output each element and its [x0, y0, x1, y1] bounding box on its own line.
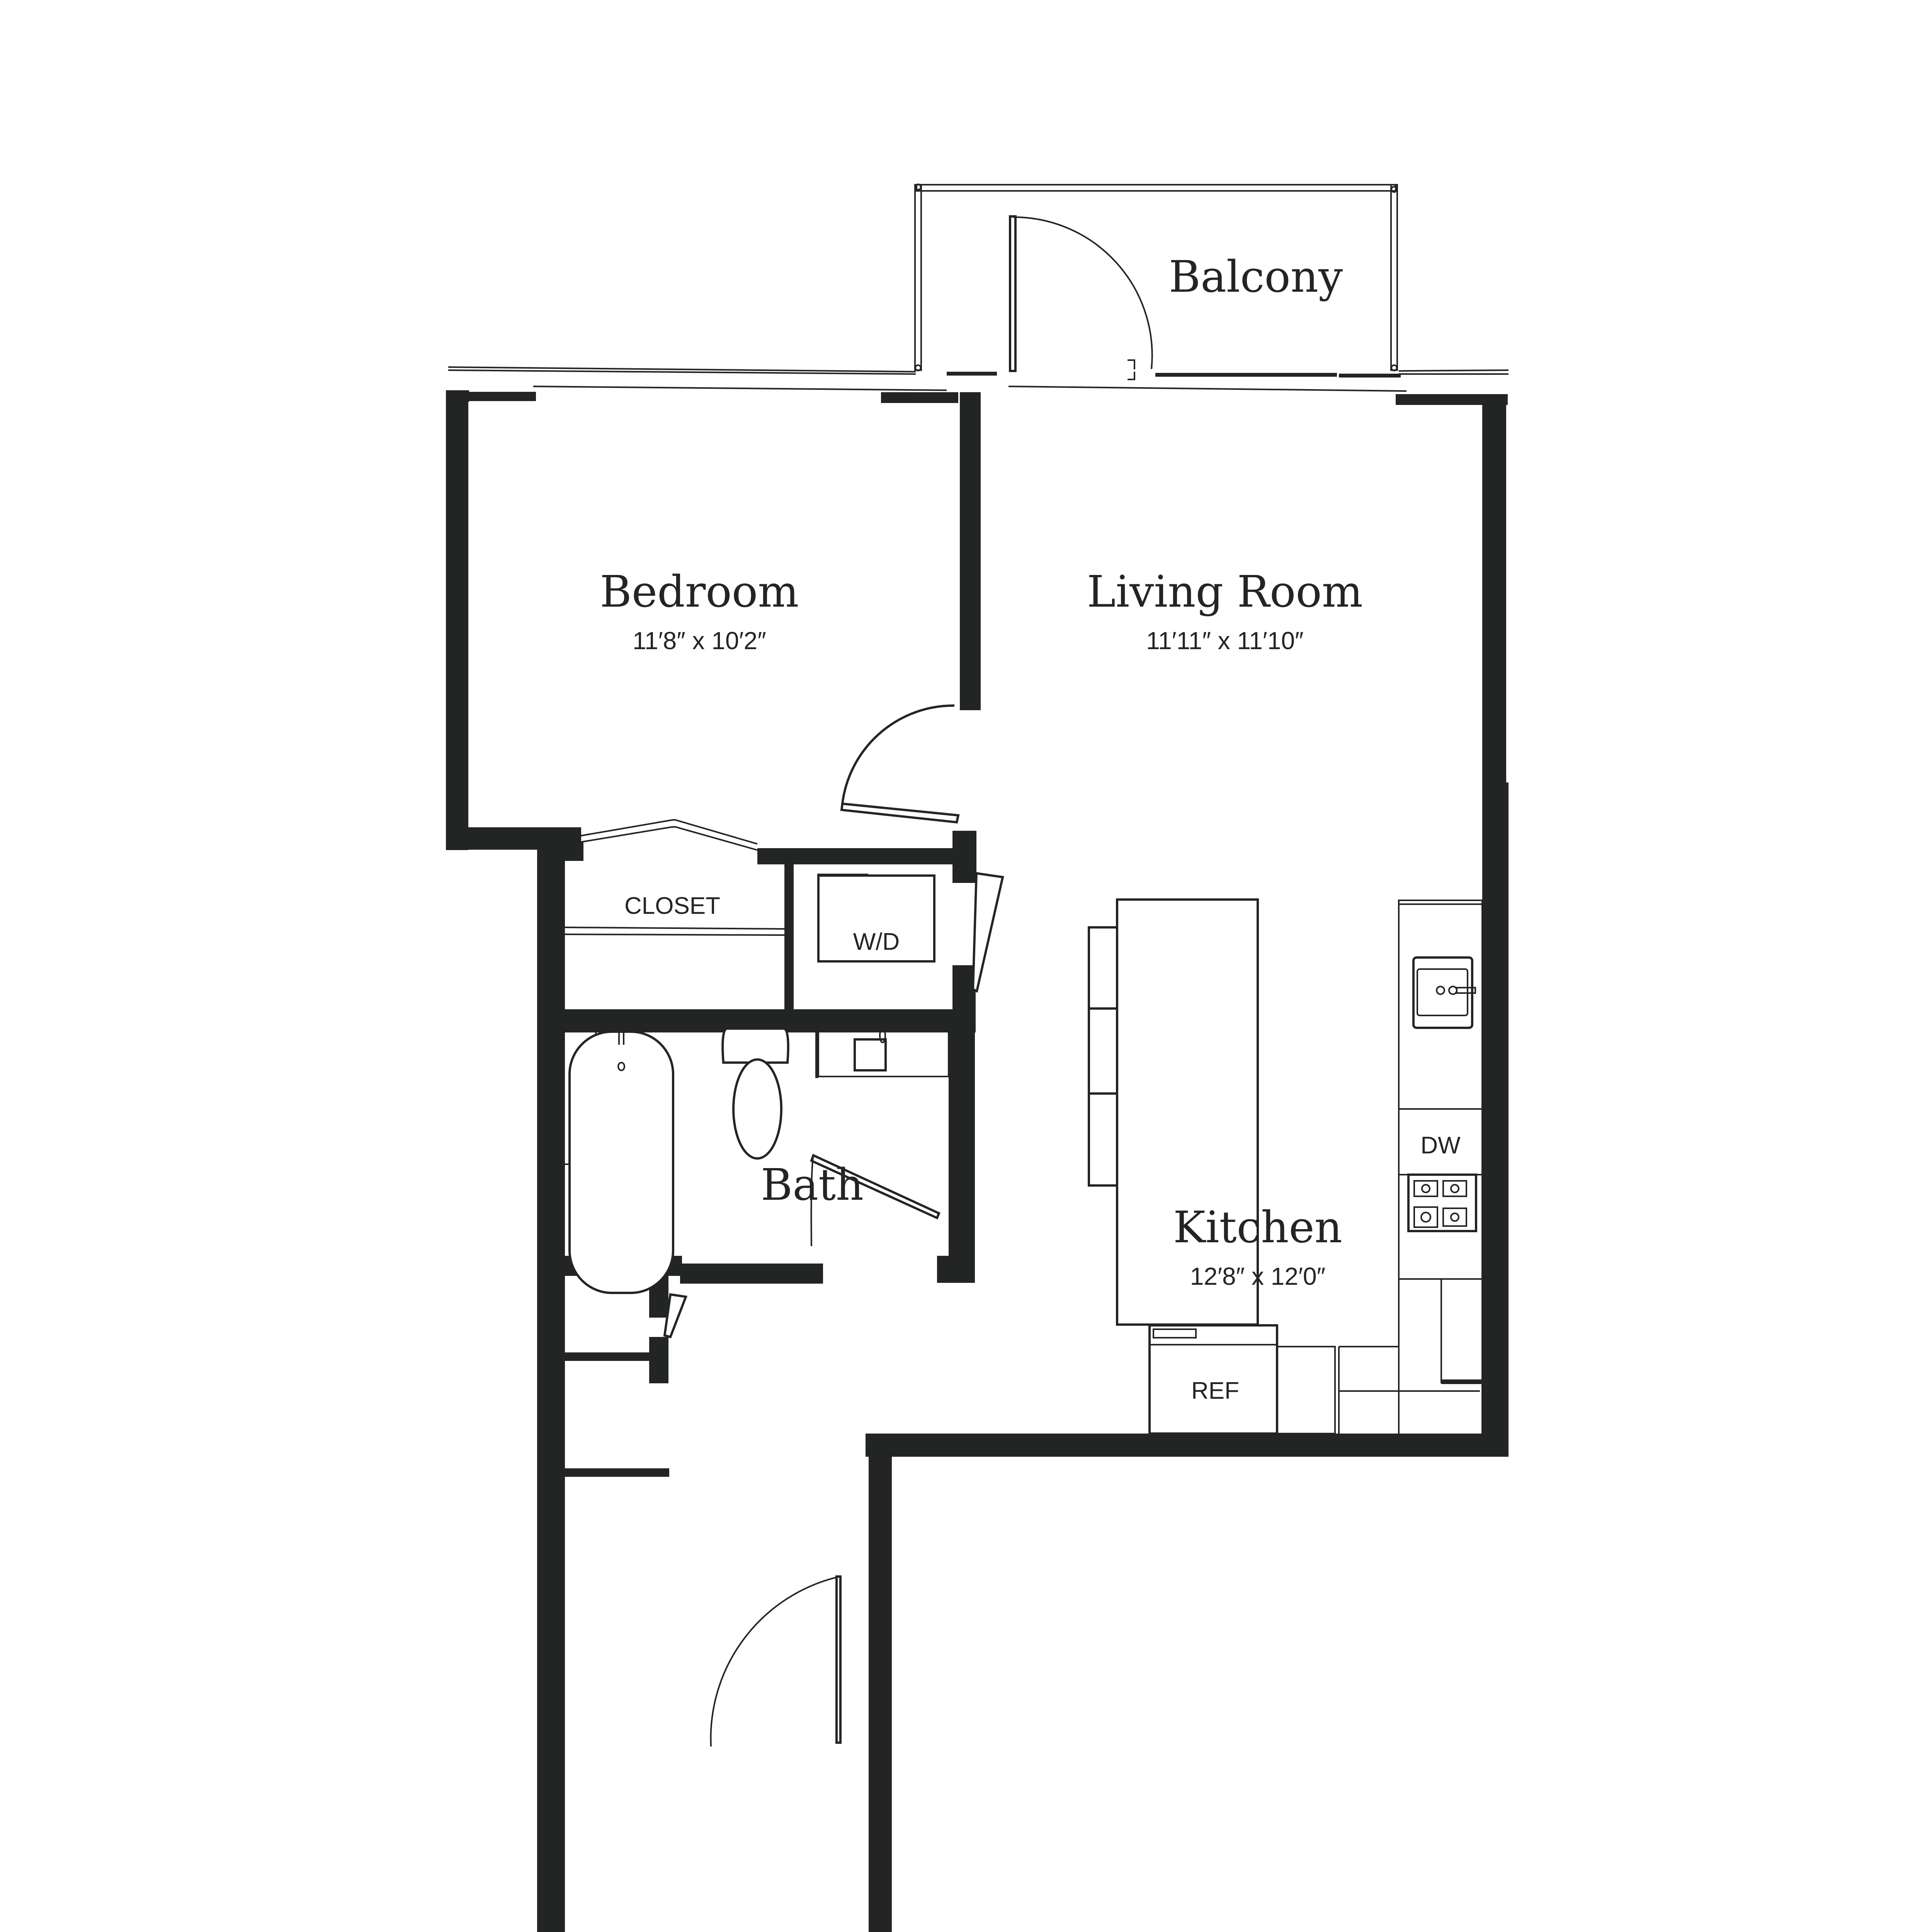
closet-label: CLOSET: [624, 893, 720, 919]
room-dimensions-kitchen: 12′8″ x 12′0″: [1190, 1262, 1325, 1290]
kitchen-sink: [1412, 956, 1476, 1029]
bath-sink: [818, 1025, 949, 1077]
entry-door[interactable]: [710, 1575, 842, 1747]
room-dimensions-bedroom: 11′8″ x 10′2″: [633, 627, 766, 655]
closet-bifold-door[interactable]: [560, 819, 758, 851]
room-label-balcony: Balcony: [1169, 252, 1343, 302]
refrigerator: [1148, 1324, 1336, 1435]
laundry-door[interactable]: [971, 872, 1004, 993]
cooktop: [1407, 1173, 1477, 1232]
refrigerator-label: REF: [1191, 1378, 1239, 1404]
window-wall-top: [448, 366, 1509, 392]
dishwasher-label: DW: [1420, 1132, 1461, 1159]
walls: [446, 390, 1509, 1932]
toilet: [721, 1027, 789, 1160]
room-dimensions-living-room: 11′11″ x 11′10″: [1146, 627, 1303, 655]
kitchen-island: [1088, 898, 1259, 1326]
room-label-bedroom: Bedroom: [600, 567, 799, 617]
balcony-railing: [914, 184, 1398, 371]
coat-closet-door[interactable]: [663, 1293, 688, 1338]
bath-door[interactable]: [810, 1153, 940, 1247]
bedroom-door[interactable]: [840, 704, 960, 824]
closet-shelf: [565, 927, 785, 936]
room-label-bath: Bath: [761, 1160, 864, 1210]
room-label-living-room: Living Room: [1087, 567, 1363, 617]
washer-dryer-label: W/D: [853, 929, 900, 955]
room-label-kitchen: Kitchen: [1173, 1202, 1342, 1253]
balcony-door[interactable]: [1009, 215, 1153, 380]
bathtub: [549, 1030, 674, 1294]
